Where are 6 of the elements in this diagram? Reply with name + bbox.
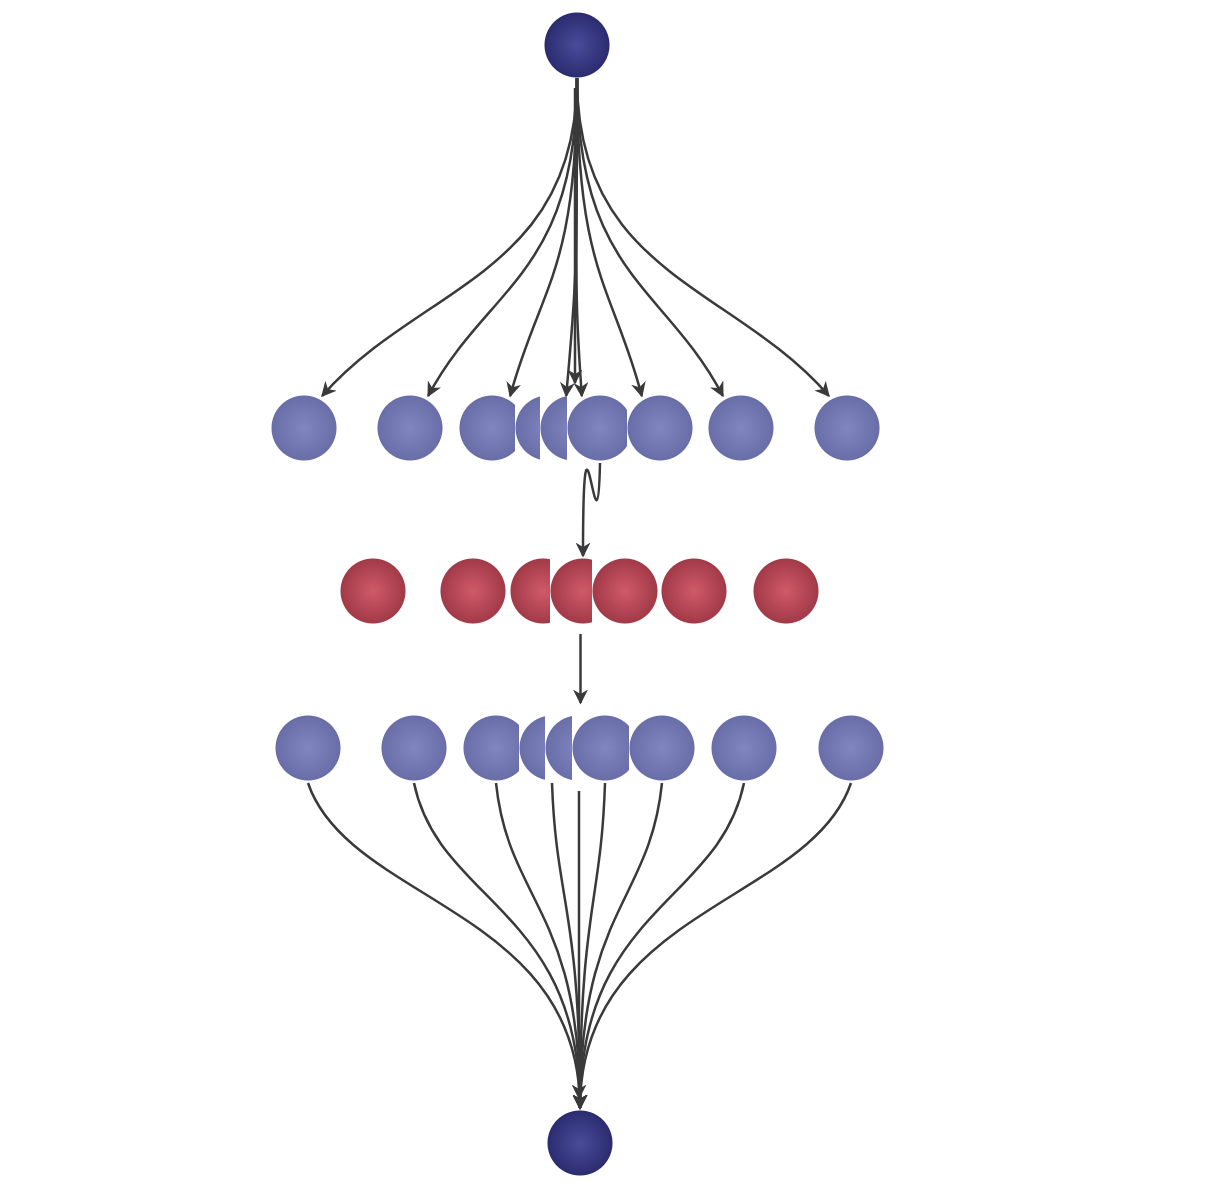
arrow — [573, 634, 588, 705]
arrow — [575, 77, 830, 398]
arrow — [571, 791, 587, 1100]
arrow — [573, 782, 853, 1110]
arrow — [575, 462, 602, 558]
arrow — [567, 88, 583, 385]
